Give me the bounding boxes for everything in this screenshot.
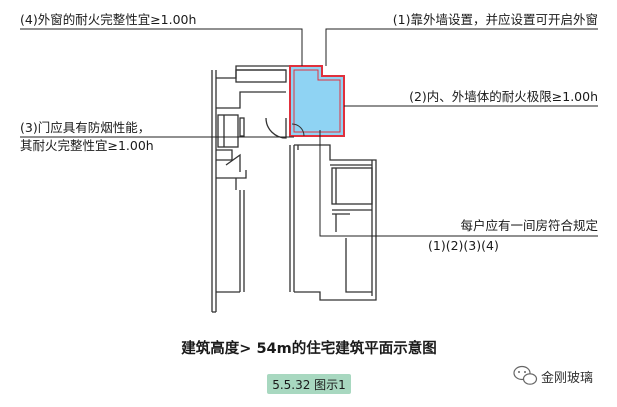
- door-swing-small: [225, 153, 241, 172]
- note-wall-fire-rating: (2)内、外墙体的耐火极限≥1.00h: [409, 89, 598, 104]
- highlighted-room-inner-line: [293, 69, 341, 133]
- window-top: [235, 69, 287, 83]
- floor-plan: [211, 65, 377, 313]
- shaft-left: [217, 114, 239, 148]
- leader-n2: [325, 28, 598, 66]
- figure-label-box: [267, 374, 351, 394]
- wall-bottom-mid: [294, 291, 346, 301]
- wall-right-lower: [345, 238, 372, 293]
- wall-right-outer: [294, 144, 377, 301]
- note-exterior-window: (4)外窗的耐火完整性宜≥1.00h: [20, 12, 196, 27]
- note-room-rule-line2: (1)(2)(3)(4): [428, 238, 499, 253]
- wall-top-left: [216, 65, 290, 79]
- wall-mid-left: [216, 91, 286, 109]
- wechat-icon: [513, 365, 538, 385]
- figure-number: 5.5.32 图示1: [272, 378, 346, 392]
- room-right-upper: [331, 167, 373, 205]
- leader-n1: [20, 28, 303, 66]
- note-door-line1: (3)门应具有防烟性能，: [20, 120, 150, 135]
- note-exterior-wall: (1)靠外墙设置，并应设置可开启外窗: [393, 12, 598, 27]
- note-room-rule-line1: 每户应有一间房符合规定: [460, 218, 598, 233]
- highlighted-room: [289, 65, 345, 137]
- niche-left: [216, 149, 233, 161]
- leader-lines: [20, 28, 598, 237]
- note-door-line2: 其耐火完整性宜≥1.00h: [20, 138, 154, 153]
- door-swing-left: [265, 117, 287, 139]
- watermark-text: 金刚玻璃: [541, 370, 593, 386]
- column-left: [239, 117, 245, 137]
- room-door-arc: [291, 123, 305, 137]
- wall-lower-left: [216, 170, 247, 179]
- caption-title: 建筑高度> 54m的住宅建筑平面示意图: [181, 339, 436, 357]
- leader-n5: [319, 130, 598, 237]
